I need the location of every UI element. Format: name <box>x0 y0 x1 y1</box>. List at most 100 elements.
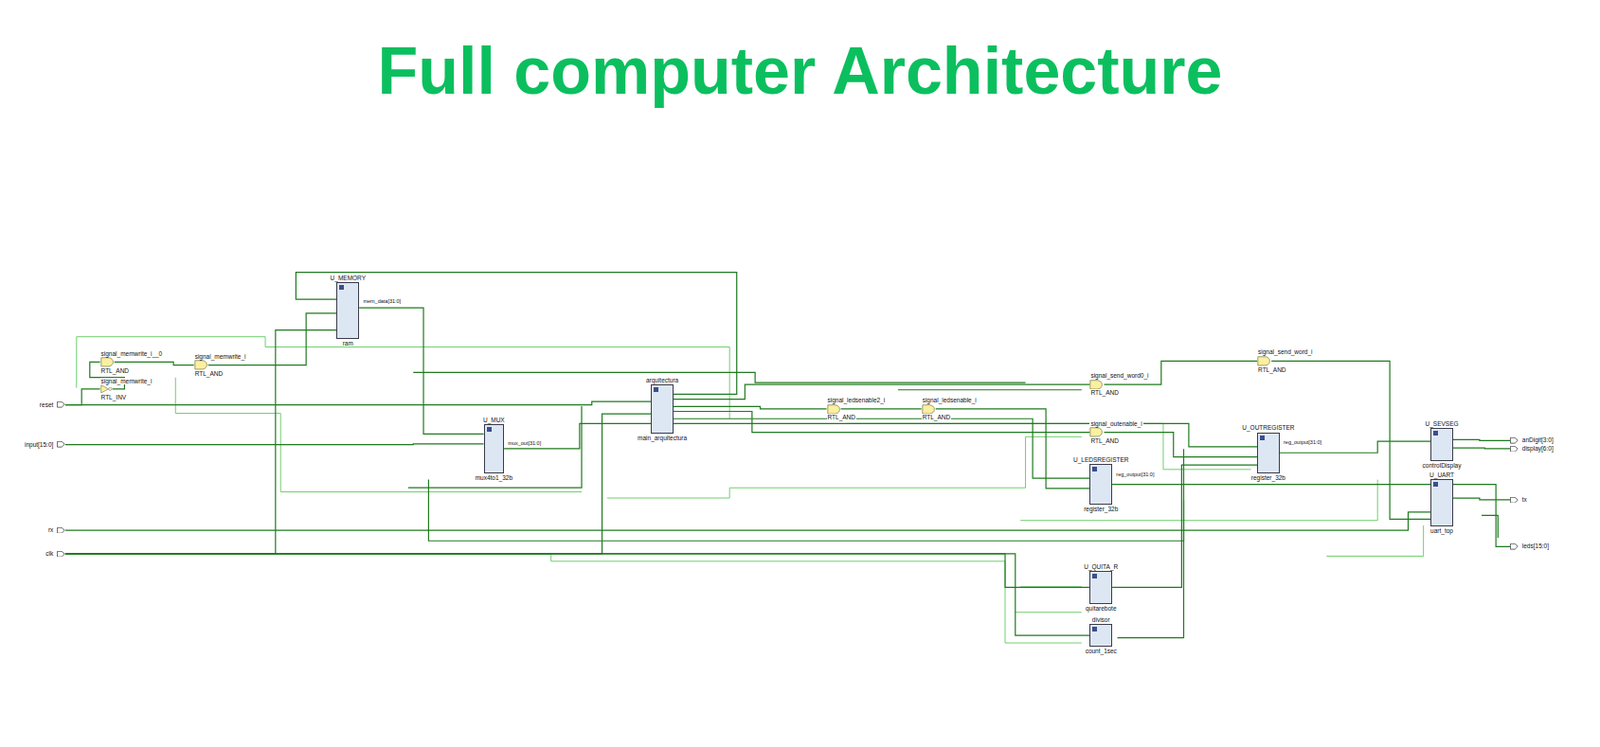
instance-name: U_SEVSEG <box>1424 420 1460 428</box>
wire <box>65 443 485 446</box>
instance-name: arquitectura <box>645 377 680 384</box>
wire <box>673 423 1258 447</box>
module-outline <box>336 282 360 339</box>
port-body <box>1510 437 1519 444</box>
wire <box>673 418 1091 479</box>
port-symbol <box>56 551 66 558</box>
wire <box>1453 498 1511 501</box>
gate-name: signal_memwrite_i <box>100 377 154 385</box>
port-name: leds[15:0] <box>1521 543 1550 551</box>
and-gate: signal_memwrite_i__0RTL_AND <box>100 357 115 368</box>
gate-name: signal_outenable_i <box>1089 420 1143 428</box>
io-port: rx <box>56 527 66 534</box>
and-symbol <box>1257 356 1272 367</box>
port-name: anDigit[3:0] <box>1521 437 1555 445</box>
module-block: U_OUTREGISTERregister_32b <box>1257 432 1280 474</box>
cell-type: RTL_AND <box>1257 366 1288 374</box>
wire <box>65 401 651 405</box>
and-symbol <box>1089 427 1104 438</box>
pin-name: reg_output[31:0] <box>1282 439 1323 446</box>
inverter-gate: signal_memwrite_iRTL_INV <box>100 384 113 395</box>
wire <box>1103 432 1258 458</box>
and-gate: signal_send_word_iRTL_AND <box>1257 356 1272 367</box>
module-block: U_SEVSEGcontrolDisplay <box>1430 428 1454 461</box>
port-body <box>1510 446 1519 452</box>
and-gate: signal_memwrite_iRTL_AND <box>194 359 209 371</box>
and-gate: signal_send_word0_iRTL_AND <box>1089 379 1104 391</box>
wire <box>65 389 101 406</box>
cell-type: RTL_AND <box>194 370 225 378</box>
and-gate: signal_outenable_iRTL_AND <box>1089 427 1104 438</box>
wire <box>359 307 484 434</box>
wire <box>935 409 1091 489</box>
instance-name: divisor <box>1091 616 1112 624</box>
module-block: U_QUITA_Rquitarebote <box>1089 571 1113 604</box>
port-body <box>1510 543 1519 550</box>
wire <box>65 512 1431 531</box>
module-name: quitarebote <box>1084 605 1118 612</box>
module-icon <box>486 427 492 432</box>
instance-name: U_MEMORY <box>329 274 367 282</box>
port-name: reset <box>38 401 54 409</box>
wire <box>65 330 338 555</box>
module-icon <box>1433 431 1439 436</box>
module-name: mux4to1_32b <box>474 474 514 482</box>
module-icon <box>1092 627 1097 632</box>
module-icon <box>339 285 344 290</box>
io-port: leds[15:0] <box>1510 543 1519 550</box>
pin-name: mem_data[31:0] <box>361 298 402 305</box>
port-body <box>57 551 66 558</box>
module-block: divisorcount_1sec <box>1089 624 1113 648</box>
cell-type: RTL_AND <box>826 413 858 421</box>
module-outline <box>1089 464 1113 505</box>
and-symbol <box>100 357 115 368</box>
port-body <box>1510 497 1519 504</box>
and-body <box>1090 379 1103 389</box>
cell-type: RTL_AND <box>100 367 131 375</box>
module-outline <box>1430 428 1454 461</box>
port-name: rx <box>47 526 54 534</box>
wire <box>114 361 195 365</box>
io-port: tx <box>1510 497 1519 504</box>
module-block: arquitecturamain_arquitectura <box>650 384 674 434</box>
module-name: register_32b <box>1082 505 1119 513</box>
module-outline <box>1430 479 1454 527</box>
module-icon <box>1259 435 1265 441</box>
port-body <box>57 527 66 534</box>
wire <box>503 423 651 450</box>
diagram-title: Full computer Architecture <box>0 37 1600 105</box>
inverter-symbol <box>100 384 113 395</box>
module-name: ram <box>341 340 355 347</box>
and-symbol <box>826 404 842 415</box>
port-body <box>57 442 66 449</box>
and-gate: signal_ledsenable_iRTL_AND <box>921 404 936 415</box>
cell-type: RTL_AND <box>921 413 953 421</box>
port-name: display[6:0] <box>1521 445 1555 452</box>
port-symbol <box>1510 497 1519 504</box>
wire <box>65 554 1090 589</box>
io-port: anDigit[3:0] <box>1510 437 1519 444</box>
port-symbol <box>56 441 66 448</box>
gate-name: signal_memwrite_i__0 <box>100 350 164 358</box>
gate-name: signal_ledsenable_i <box>921 396 978 404</box>
wire <box>65 413 651 555</box>
module-icon <box>1092 467 1097 472</box>
module-outline <box>1089 571 1113 604</box>
and-symbol <box>1089 379 1104 391</box>
instance-name: U_UART <box>1428 471 1456 479</box>
port-symbol <box>56 527 66 534</box>
instance-name: U_LEDSREGISTER <box>1072 456 1131 464</box>
gate-name: signal_send_word_i <box>1257 348 1313 356</box>
module-icon <box>1092 574 1097 579</box>
wire <box>1112 465 1258 588</box>
and-gate: signal_ledsenable2_iRTL_AND <box>826 404 842 415</box>
port-symbol <box>1510 446 1519 452</box>
module-block: U_MUXmux4to1_32b <box>484 424 505 474</box>
module-icon <box>1433 482 1439 487</box>
wire <box>1453 439 1511 442</box>
module-name: uart_top <box>1429 527 1455 535</box>
wire <box>841 408 922 410</box>
module-outline <box>1257 432 1280 474</box>
